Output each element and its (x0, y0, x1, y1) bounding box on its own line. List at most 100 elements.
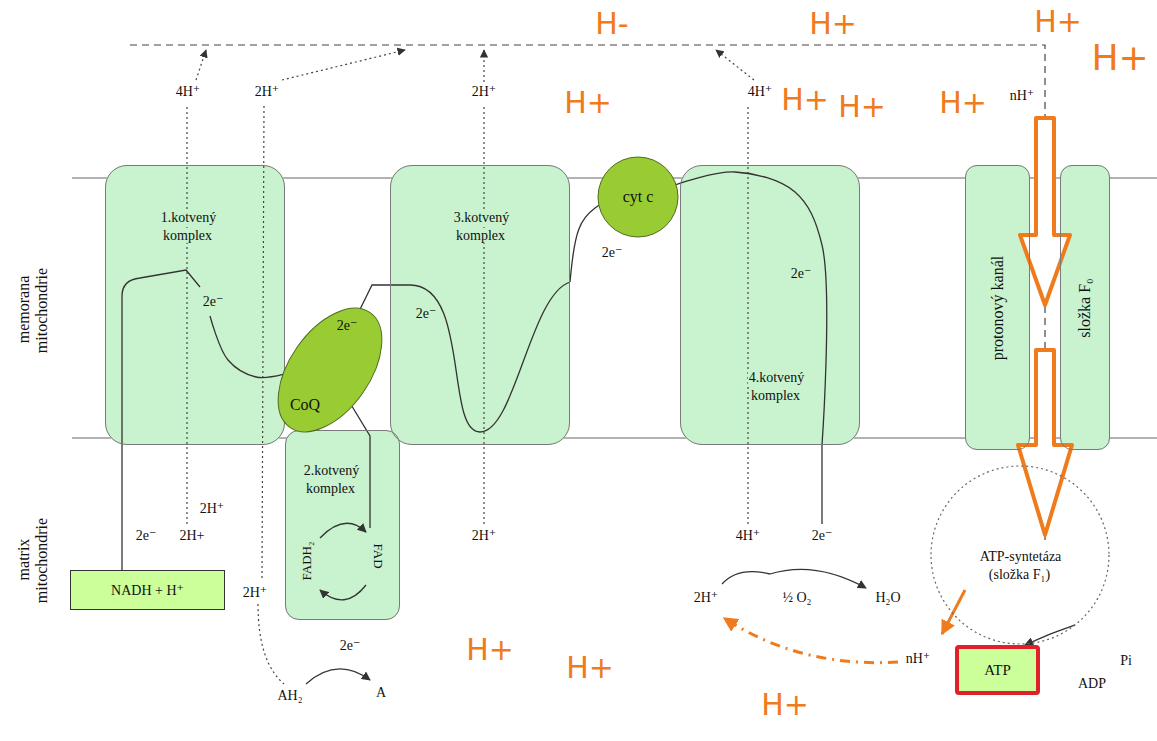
text-slot: 2e⁻ (415, 304, 438, 322)
callout-label: 2H⁺ (242, 585, 269, 601)
proton-arrow (483, 50, 484, 82)
node-text: složka F₀ (1076, 277, 1094, 338)
substrate-box: NADH + H⁺ (70, 570, 225, 610)
node-text: ATP (983, 662, 1012, 679)
proton-mark: H+ (565, 653, 615, 683)
proton-mark: H+ (808, 9, 858, 39)
reaction-arc (770, 569, 866, 588)
text-slot: H+ (780, 85, 830, 115)
proton-flow-arrow (724, 618, 898, 663)
electron-paths (122, 270, 866, 684)
region-label: memorana mitochondrie (15, 267, 50, 353)
callout-label: 2H⁺ (254, 84, 281, 100)
text-slot: 2H⁺ (199, 499, 226, 517)
node-text: ATP-syntetáza (složka F₁) (979, 549, 1062, 582)
proton-return-line (130, 45, 1045, 540)
text-slot: 2H⁺ (242, 583, 269, 601)
text-slot: cyt c (622, 188, 655, 206)
text-slot: H+ (563, 88, 613, 118)
box-fill (955, 645, 1040, 695)
proton-mark: H+ (780, 85, 830, 115)
text-slot: 2H⁺ (254, 82, 281, 100)
callout-label: 2H⁺ (199, 501, 226, 517)
callout-label: 4H⁺ (175, 84, 202, 100)
callout-label: H₂O (874, 590, 901, 606)
proton-flow-arrow (1020, 118, 1070, 305)
channel-box: protonový kanál (965, 165, 1030, 450)
cycle-arrow (320, 523, 366, 538)
node-text: 2e⁻ (790, 266, 813, 282)
node-text: 2e⁻ (336, 318, 359, 334)
text-slot: H+ (565, 653, 615, 683)
complex-box: 2.kotvený komplexFADH₂FAD (285, 430, 400, 620)
proton-mark: H+ (1033, 7, 1083, 37)
box-fill (105, 165, 285, 445)
text-slot: A (375, 683, 387, 701)
node-text: FAD (370, 542, 385, 569)
text-slot: 4.kotvený komplex (731, 368, 821, 404)
callout-label: ½ O₂ (782, 590, 813, 606)
product-box: ATP (955, 645, 1040, 695)
proton-paths (130, 45, 1045, 684)
proton-flow-arrow (1018, 350, 1072, 535)
text-slot: H₂O (874, 588, 901, 606)
text-slot: 2e⁻ (336, 316, 359, 334)
callout-label: 2e⁻ (339, 638, 362, 654)
text-slot: FAD (370, 542, 388, 569)
complex-box: 3.kotvený komplex 2e⁻ (390, 165, 570, 445)
complex-box: 2e⁻ 4.kotvený komplex (680, 165, 860, 445)
text-slot: 2e⁻ (135, 526, 158, 544)
text-slot: H- (594, 9, 629, 39)
proton-mark: H+ (938, 88, 988, 118)
box-fill (285, 430, 400, 620)
text-slot: nH⁺ (1009, 86, 1036, 104)
proton-mark: H+ (837, 92, 887, 122)
text-slot: NADH + H⁺ (110, 581, 185, 599)
text-slot: FADH₂ (297, 541, 315, 582)
callout-label: 2e⁻ (135, 528, 158, 544)
node-text: protonový kanál (988, 254, 1006, 360)
node-shape (931, 466, 1109, 644)
text-slot: ½ O₂ (782, 588, 813, 606)
callout-label: nH⁺ (1009, 88, 1036, 104)
callout-label: AH₂ (276, 688, 303, 704)
callout-label: 2H+ (178, 528, 205, 544)
electron-path (676, 172, 827, 445)
electron-path (360, 285, 390, 309)
callout-label: 2e⁻ (811, 528, 834, 544)
proton-mark: H+ (760, 690, 810, 720)
box-fill (1060, 165, 1110, 450)
text-slot: 3.kotvený komplex (436, 208, 526, 244)
proton-arrow (282, 50, 405, 80)
callout-label: A (375, 685, 387, 701)
node-text: 4.kotvený komplex (748, 370, 805, 403)
node-text: 2e⁻ (415, 306, 438, 322)
text-slot: H+ (938, 88, 988, 118)
callout-label: 4H⁺ (735, 528, 762, 544)
electron-path (1025, 625, 1075, 645)
text-slot: H+ (808, 9, 858, 39)
proton-mark: H+ (563, 88, 613, 118)
callout-label: ADP (1077, 676, 1107, 692)
proton-line (258, 604, 284, 684)
proton-mark: H- (594, 9, 629, 39)
callout-label: nH⁺ (905, 651, 932, 667)
node-text: CoQ (289, 396, 321, 414)
proton-mark: H+ (465, 635, 515, 665)
proton-line (186, 104, 187, 524)
text-slot: H+ (837, 92, 887, 122)
node-text: FADH₂ (300, 541, 315, 582)
proton-arrow (196, 50, 206, 80)
text-slot: H+ (1033, 7, 1083, 37)
text-slot: 2e⁻ (202, 292, 225, 310)
text-slot: memorana mitochondrie (15, 255, 52, 365)
text-slot: 2e⁻ (601, 243, 624, 261)
node-text: cyt c (622, 188, 655, 206)
node-shape (257, 290, 403, 451)
callout-label: 2H⁺ (471, 528, 498, 544)
text-slot: nH⁺ (905, 649, 932, 667)
reaction-arc (306, 669, 370, 684)
proton-mark: H+ (1090, 40, 1149, 76)
cytochrome-circle: cyt c (598, 157, 678, 237)
